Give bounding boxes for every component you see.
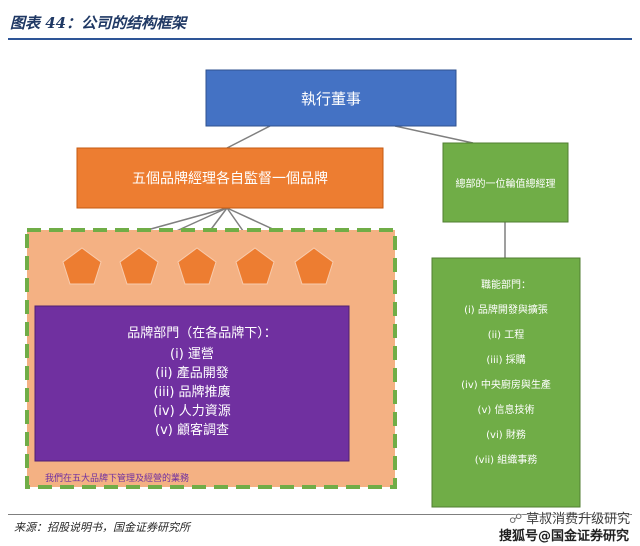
brand-group-footer: 我們在五大品牌下管理及經營的業務: [45, 474, 190, 484]
brand-dept-item: (ii) 產品開發: [155, 366, 229, 381]
functional-departments-box: [431, 257, 581, 508]
brand-departments-content: 品牌部門（在各品牌下）： (i) 運營 (ii) 產品開發 (iii) 品牌推廣…: [35, 324, 349, 440]
title-divider: [8, 38, 632, 40]
brand-managers-box: [76, 147, 384, 209]
general-manager-label: 總部的一位輪值總經理: [455, 179, 556, 190]
brand-dept-item: (iii) 品牌推廣: [153, 385, 231, 400]
brand-pentagon-4: [235, 247, 275, 285]
executive-director-box: [205, 69, 457, 127]
executive-director-label: 執行董事: [300, 89, 361, 108]
footer-divider: [8, 514, 632, 515]
brand-managers-label: 五個品牌經理各自監督一個品牌: [132, 171, 328, 187]
brand-dept-item: (v) 顧客調查: [155, 423, 229, 438]
functional-dept-item: (i) 品牌開發與擴張: [464, 305, 548, 316]
brand-departments-title: 品牌部門（在各品牌下）：: [127, 326, 277, 341]
connector-director-gm: [394, 125, 474, 144]
functional-dept-item: (vii) 組織事務: [474, 455, 538, 466]
brand-departments-box: [34, 305, 350, 462]
brand-dept-item: (iv) 人力資源: [153, 404, 231, 419]
functional-departments-content: 職能部門： (i) 品牌開發與擴張 (ii) 工程 (iii) 採購 (iv) …: [432, 276, 580, 476]
functional-dept-item: (ii) 工程: [487, 330, 525, 341]
functional-dept-item: (iv) 中央廚房與生產: [461, 380, 551, 391]
brand-dept-item: (i) 運營: [170, 347, 214, 362]
figure-title: 图表 44：公司的结构框架: [10, 14, 187, 32]
general-manager-box: [442, 142, 569, 223]
functional-dept-item: (v) 信息技術: [477, 405, 535, 416]
watermark-brand: 草叔消费升级研究: [509, 508, 630, 527]
connector-director-brand: [226, 125, 271, 149]
functional-departments-title: 職能部門：: [481, 280, 531, 291]
source-note: 来源：招股说明书，国金证券研究所: [14, 521, 190, 534]
watermark-source: 搜狐号@国金证券研究: [499, 529, 630, 544]
functional-dept-item: (iii) 採購: [486, 355, 526, 366]
brand-pentagon-2: [119, 247, 159, 285]
brand-pentagon-3: [177, 247, 217, 285]
brand-pentagon-1: [62, 247, 102, 285]
functional-dept-item: (vi) 財務: [486, 430, 526, 441]
brand-pentagon-5: [294, 247, 334, 285]
